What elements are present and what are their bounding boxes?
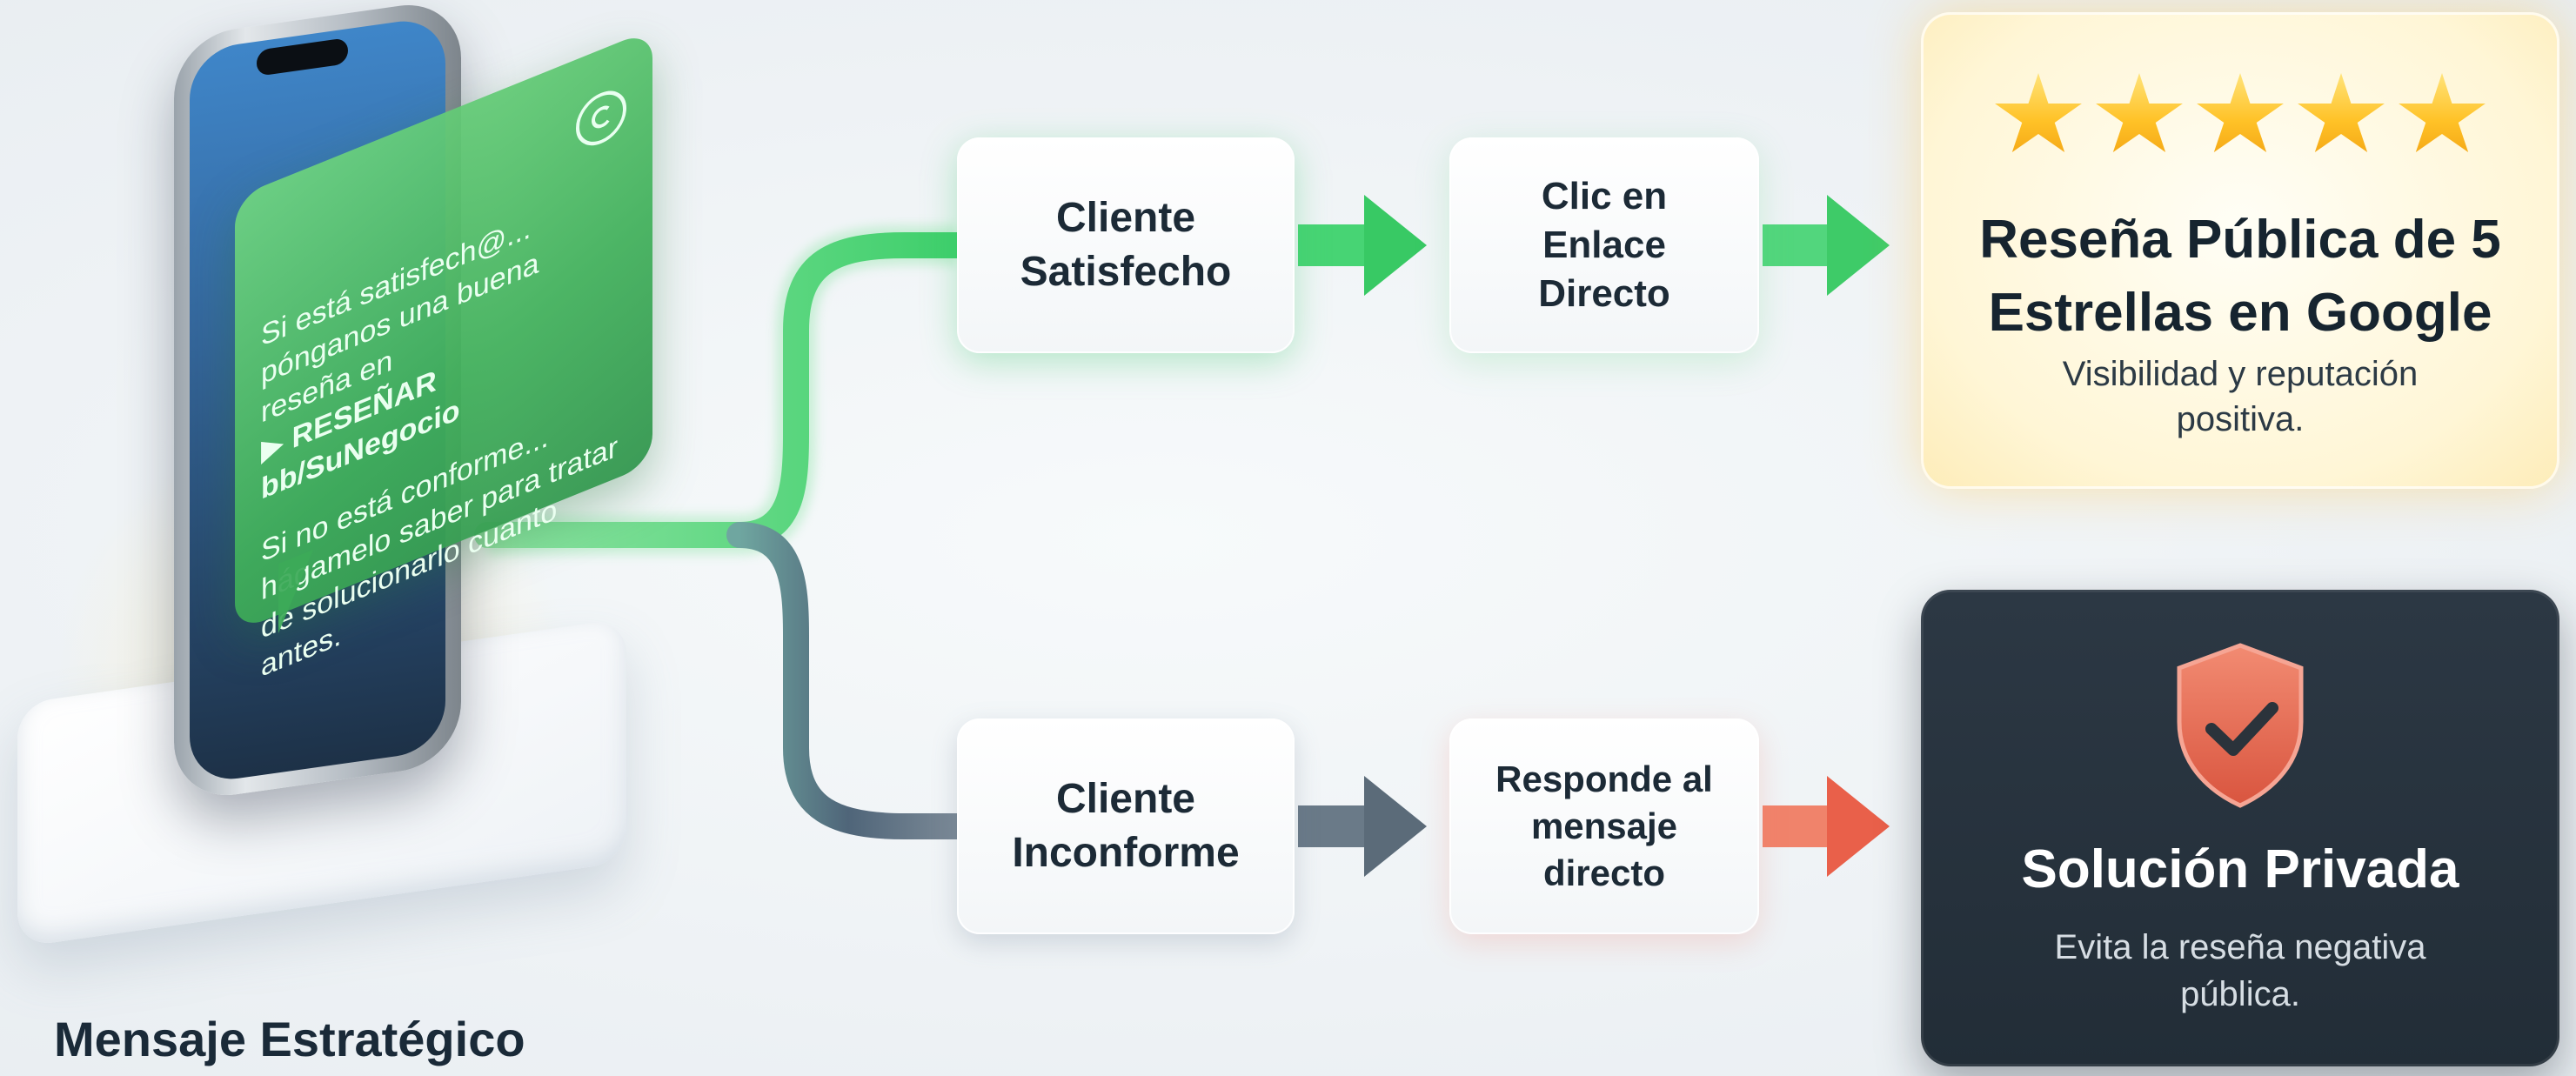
card-reply-message: Responde al mensaje directo xyxy=(1449,718,1759,934)
bubble-tail xyxy=(278,549,313,634)
card-line: Enlace xyxy=(1542,224,1666,266)
branch-unsatisfied-path xyxy=(726,522,970,839)
five-star-rating xyxy=(1921,73,2559,160)
private-solution-panel: Solución Privada Evita la reseña negativ… xyxy=(1921,590,2559,1066)
arrow-reply-to-solution xyxy=(1763,776,1890,877)
subtitle-line: positiva. xyxy=(2176,400,2305,438)
title-line: Reseña Pública de 5 xyxy=(1979,210,2501,270)
public-review-title: Reseña Pública de 5 Estrellas en Google xyxy=(1921,204,2559,350)
card-unsatisfied-customer: Cliente Inconforme xyxy=(957,718,1295,934)
subtitle-line: Evita la reseña negativa xyxy=(2054,928,2426,966)
subtitle-line: Visibilidad y reputación xyxy=(2062,355,2419,393)
star-icon xyxy=(1995,73,2082,152)
arrow-click-to-review xyxy=(1763,195,1890,296)
card-line: directo xyxy=(1542,852,1665,893)
private-solution-subtitle: Evita la reseña negativa pública. xyxy=(2008,924,2472,1018)
card-line: Directo xyxy=(1538,272,1670,315)
shield-check-icon xyxy=(2166,638,2314,812)
arrow-satisfied-to-click xyxy=(1298,195,1427,296)
card-line: Inconforme xyxy=(1012,830,1240,876)
subtitle-line: pública. xyxy=(2180,975,2300,1013)
private-solution-title: Solución Privada xyxy=(2021,839,2459,899)
title-line: Estrellas en Google xyxy=(1988,283,2492,343)
card-satisfied-customer: Cliente Satisfecho xyxy=(957,137,1295,353)
star-icon xyxy=(2399,73,2486,152)
left-title: Mensaje Estratégico xyxy=(54,1012,525,1066)
card-click-link: Clic en Enlace Directo xyxy=(1449,137,1759,353)
star-icon xyxy=(2096,73,2183,152)
public-review-panel: Reseña Pública de 5 Estrellas en Google … xyxy=(1921,12,2559,489)
card-line: Responde al xyxy=(1495,759,1713,799)
card-line: mensaje xyxy=(1530,805,1678,846)
card-line: Cliente xyxy=(1055,195,1196,241)
card-line: Cliente xyxy=(1055,776,1195,822)
star-icon xyxy=(2197,73,2284,152)
whatsapp-icon xyxy=(576,83,626,154)
card-line: Satisfecho xyxy=(1020,249,1232,295)
card-line: Clic en xyxy=(1541,175,1668,217)
arrow-unsatisfied-to-reply xyxy=(1298,776,1427,877)
public-review-subtitle: Visibilidad y reputación positiva. xyxy=(1991,351,2490,442)
star-icon xyxy=(2298,73,2385,152)
